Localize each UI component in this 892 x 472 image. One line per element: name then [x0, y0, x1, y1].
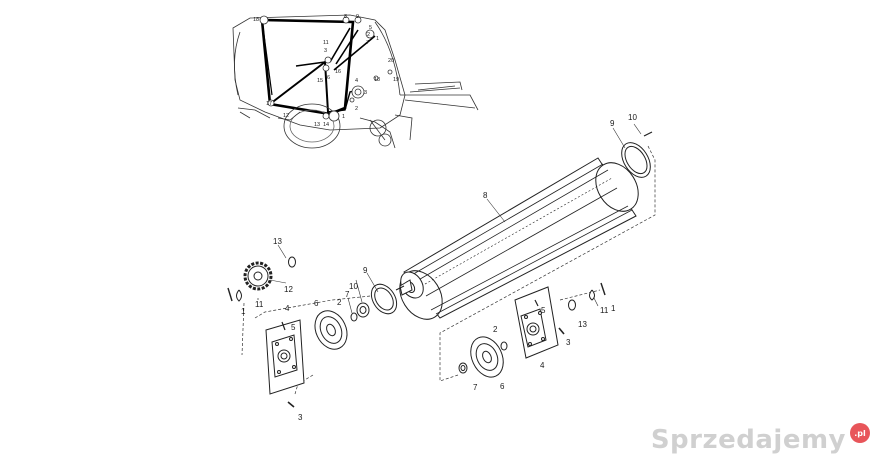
baler-rear-curve: [374, 21, 401, 96]
left-pin-1: [227, 287, 233, 302]
inset-label-18b: 18: [374, 77, 380, 83]
baler-drawbar: [400, 87, 479, 111]
left-side-parts: [227, 256, 398, 408]
callout-3-left: 3: [298, 413, 303, 422]
callout-9-right: 9: [610, 119, 615, 128]
callout-11-right: 11: [600, 306, 609, 315]
inset-label-19: 19: [393, 77, 399, 83]
callout-11-left: 11: [255, 300, 264, 309]
callout-4-right: 4: [540, 361, 545, 370]
inset-label-17: 17: [266, 101, 272, 107]
right-washer-13: [568, 299, 576, 311]
callout-2-left: 2: [337, 298, 342, 307]
watermark-badge: .pl: [850, 423, 870, 443]
left-bolt-3: [287, 401, 295, 408]
inset-label-1: 1: [376, 36, 379, 42]
sprzedajemy-watermark: Sprzedajemy .pl: [650, 423, 870, 456]
inset-callout-labels: 18 8 9 5 1 7 2 11 3 15 16 6 4 2 3 20 19 …: [253, 14, 399, 128]
right-ring-2: [500, 341, 508, 351]
right-pin-1: [600, 282, 606, 296]
inset-label-7: 7: [366, 40, 369, 46]
inset-label-18: 18: [253, 17, 259, 23]
inset-label-6: 6: [327, 75, 330, 81]
callout-leaders: [269, 123, 642, 314]
inset-label-3: 3: [324, 48, 327, 54]
baler-front-curve: [234, 31, 241, 96]
right-side-parts: [458, 131, 653, 378]
left-washer-7: [350, 312, 358, 322]
part-callout-labels: 9 10 8 13 12 11 1 10 9 7 2 6 4 5 3 2 5 1…: [241, 113, 637, 422]
inset-label-3b: 3: [364, 90, 367, 96]
roller-part-8: [395, 157, 639, 320]
inset-label-16: 16: [335, 69, 341, 75]
callout-10-left: 10: [349, 282, 358, 291]
callout-3-right: 3: [566, 338, 571, 347]
inset-label-9: 9: [356, 14, 359, 20]
baler-wheel: [283, 103, 341, 149]
left-washer-13: [288, 256, 296, 268]
left-circlip-11: [236, 289, 242, 302]
inset-label-1b: 1: [342, 114, 345, 120]
baler-overview-inset: [232, 14, 479, 149]
callout-10-right: 10: [628, 113, 637, 122]
inset-label-8: 8: [344, 14, 347, 20]
right-pin-10: [643, 131, 653, 137]
callout-5-right: 5: [541, 306, 546, 315]
inset-label-2b: 2: [355, 106, 358, 112]
callout-1-right: 1: [611, 304, 616, 313]
callout-7-right: 7: [473, 383, 478, 392]
inset-label-2: 2: [367, 32, 370, 38]
callout-2-right: 2: [493, 325, 498, 334]
inset-label-11: 11: [323, 40, 329, 46]
left-sprocket-12: [243, 261, 273, 291]
callout-7-left: 7: [345, 290, 350, 299]
watermark-brand: Sprzedajemy: [650, 425, 846, 455]
right-circlip-11: [589, 289, 595, 301]
inset-label-13: 13: [314, 122, 320, 128]
inset-label-12: 12: [283, 113, 289, 119]
inset-label-14: 14: [323, 122, 329, 128]
roller-shaft: [399, 279, 413, 296]
left-grease-nipple-5: [281, 321, 286, 331]
callout-9-left: 9: [363, 266, 368, 275]
right-bolt-3: [558, 327, 565, 335]
callout-12-left: 12: [284, 285, 293, 294]
callout-1-left: 1: [241, 307, 246, 316]
callout-8: 8: [483, 191, 488, 200]
callout-13-left: 13: [273, 237, 282, 246]
inset-label-4: 4: [355, 78, 358, 84]
callout-5-left: 5: [291, 323, 296, 332]
callout-6-right: 6: [500, 382, 505, 391]
inset-label-15: 15: [317, 78, 323, 84]
callout-6-left: 6: [314, 299, 319, 308]
right-grease-nipple-5: [534, 299, 539, 307]
inset-label-5: 5: [369, 25, 372, 31]
callout-13-right: 13: [578, 320, 587, 329]
inset-label-20: 20: [388, 58, 394, 64]
callout-4-left: 4: [285, 304, 290, 313]
